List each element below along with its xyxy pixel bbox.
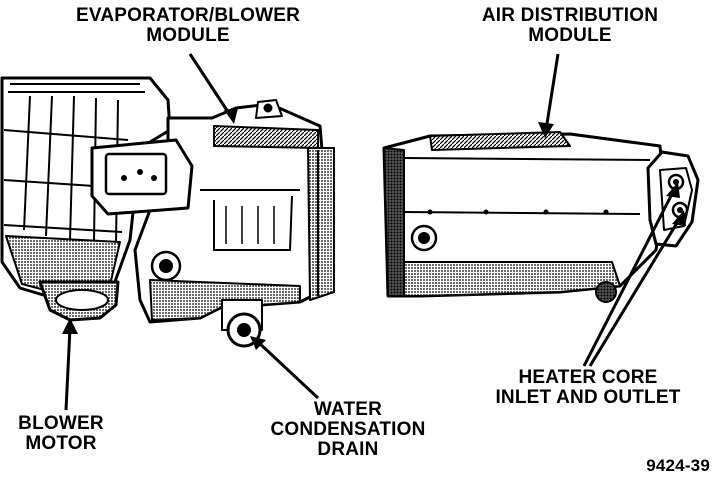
label-line: AIR DISTRIBUTION bbox=[481, 5, 659, 26]
label-line: WATER bbox=[313, 399, 383, 420]
evaporator-blower-module-label: EVAPORATOR/BLOWER MODULE bbox=[38, 6, 338, 46]
leader-lines bbox=[62, 53, 686, 411]
label-line: INLET AND OUTLET bbox=[495, 387, 681, 408]
label-line: DRAIN bbox=[317, 439, 379, 460]
label-line: EVAPORATOR/BLOWER bbox=[75, 5, 300, 26]
air-distribution-module bbox=[382, 131, 700, 303]
label-line: MODULE bbox=[146, 25, 230, 46]
blower-motor-label: BLOWER MOTOR bbox=[6, 414, 116, 454]
label-line: HEATER CORE bbox=[518, 367, 658, 388]
figure-number: 9424-39 bbox=[646, 456, 710, 475]
label-line: CONDENSATION bbox=[270, 419, 426, 440]
evaporator-blower-module bbox=[0, 76, 335, 348]
label-line: MOTOR bbox=[25, 433, 97, 454]
label-line: MODULE bbox=[528, 25, 612, 46]
water-condensation-drain-label: WATER CONDENSATION DRAIN bbox=[248, 400, 448, 460]
air-distribution-module-label: AIR DISTRIBUTION MODULE bbox=[450, 6, 690, 46]
label-line: BLOWER bbox=[18, 413, 104, 434]
heater-core-label: HEATER CORE INLET AND OUTLET bbox=[468, 368, 708, 408]
